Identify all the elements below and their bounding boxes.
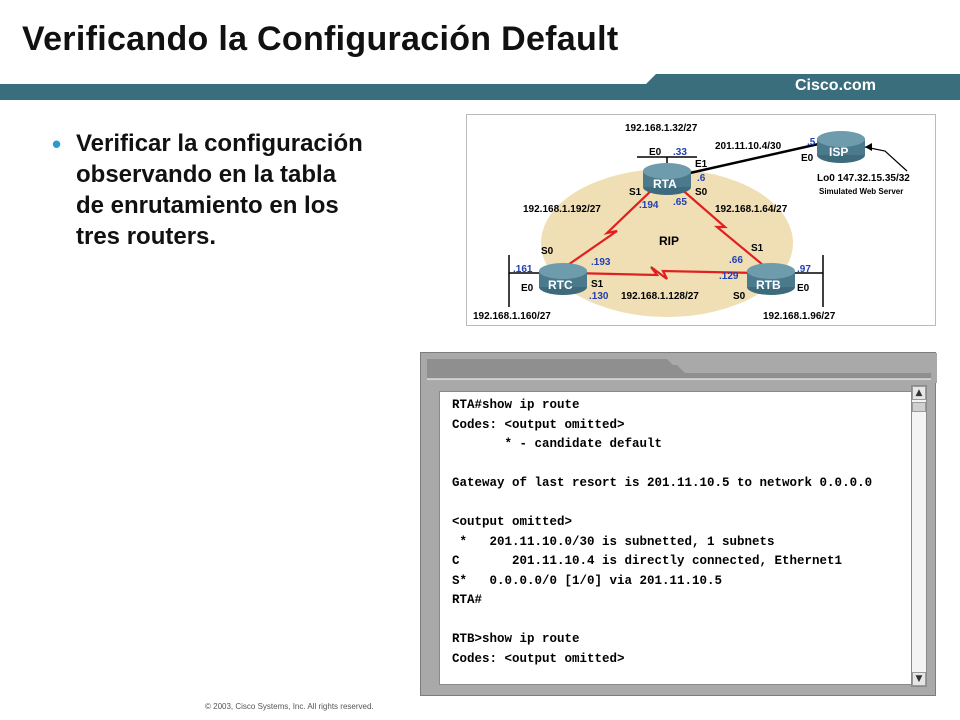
router-isp[interactable]: ISP — [817, 131, 865, 163]
net-label-rtb-lan: 192.168.1.96/27 — [763, 311, 836, 322]
terminal-line: RTB>show ip route — [452, 632, 580, 646]
protocol-label: RIP — [659, 234, 679, 248]
net-label-rta-rtc: 192.168.1.192/27 — [523, 204, 601, 215]
net-label-rtc-lan: 192.168.1.160/27 — [473, 311, 551, 322]
terminal-line: RTA#show ip route — [452, 398, 580, 412]
if-label: E0 — [649, 147, 662, 158]
serial-link-rta-rtc — [564, 186, 656, 268]
if-label: S1 — [629, 187, 642, 198]
terminal-line: S* 0.0.0.0/0 [1/0] via 201.11.10.5 — [452, 573, 723, 588]
rip-area — [541, 169, 793, 317]
ethernet-link-rta-isp — [680, 141, 824, 177]
if-addr: .6 — [697, 173, 706, 184]
net-label-isp-link: 201.11.10.4/30 — [715, 141, 782, 152]
if-label: S0 — [733, 291, 746, 302]
if-addr: .161 — [513, 264, 533, 275]
if-addr: .5 — [807, 137, 816, 148]
terminal-line: Codes: <output omitted> — [452, 417, 625, 432]
arrow-down-icon[interactable]: ▼ — [912, 672, 926, 686]
if-label: S0 — [541, 246, 554, 257]
if-label: S0 — [695, 187, 708, 198]
serial-link-rtc-rtb — [570, 266, 758, 280]
svg-text:RTC: RTC — [548, 278, 573, 292]
if-addr: .130 — [589, 291, 609, 302]
terminal-line: RTA# — [452, 593, 483, 607]
scroll-thumb[interactable] — [912, 402, 926, 412]
net-label-rtc-rtb: 192.168.1.128/27 — [621, 291, 699, 302]
terminal-line: Gateway of last resort is 201.11.10.5 to… — [452, 476, 873, 490]
terminal-scrollbar[interactable]: ▲ ▼ — [911, 385, 927, 687]
terminal-line: C 201.11.10.4 is directly connected, Eth… — [452, 554, 843, 568]
net-label-rta-lan: 192.168.1.32/27 — [625, 123, 698, 134]
router-rta[interactable]: RTA — [643, 163, 691, 195]
if-addr: .65 — [673, 197, 687, 208]
svg-text:RTB: RTB — [756, 278, 781, 292]
slide-title: Verificando la Configuración Default — [22, 20, 619, 58]
router-rtb[interactable]: RTB — [747, 263, 795, 295]
brand-logo-text[interactable]: Cisco.com — [795, 77, 876, 94]
terminal-line: * 201.11.10.0/30 is subnetted, 1 subnets — [452, 534, 775, 549]
terminal-line: <output omitted> — [452, 515, 573, 529]
bullet-dot-icon: • — [52, 129, 62, 159]
if-label: E0 — [521, 283, 534, 294]
if-addr: .193 — [591, 257, 611, 268]
if-label: S1 — [591, 279, 604, 290]
net-label-isp-loopback-note: Simulated Web Server — [819, 187, 903, 196]
if-addr: .33 — [673, 147, 687, 158]
serial-link-rta-rtb — [678, 186, 764, 266]
terminal-line: * - candidate default — [452, 437, 663, 451]
if-addr: .97 — [797, 264, 811, 275]
arrow-up-icon[interactable]: ▲ — [912, 386, 926, 400]
if-label: E0 — [797, 283, 810, 294]
if-label: E1 — [695, 159, 708, 170]
bullet-text: Verificar la configuración observando en… — [76, 130, 363, 250]
copyright-footer: © 2003, Cisco Systems, Inc. All rights r… — [205, 702, 374, 711]
terminal-line — [452, 455, 872, 475]
router-rtc[interactable]: RTC — [539, 263, 587, 295]
if-addr: .66 — [729, 255, 743, 266]
if-addr: .129 — [719, 271, 739, 282]
header-band — [0, 74, 960, 100]
terminal-titlebar[interactable] — [421, 353, 937, 383]
svg-text:ISP: ISP — [829, 145, 848, 159]
terminal-line: Codes: <output omitted> — [452, 651, 625, 666]
net-label-isp-loopback: Lo0 147.32.15.35/32 — [817, 173, 910, 184]
if-addr: .194 — [639, 200, 659, 211]
if-label: S1 — [751, 243, 764, 254]
svg-text:RTA: RTA — [653, 177, 677, 191]
loopback-pointer — [864, 146, 908, 172]
terminal-line — [452, 611, 872, 631]
if-label: E0 — [801, 153, 814, 164]
terminal-line — [452, 494, 872, 514]
network-diagram: RIP RTA — [466, 114, 936, 326]
net-label-rta-rtb: 192.168.1.64/27 — [715, 204, 788, 215]
